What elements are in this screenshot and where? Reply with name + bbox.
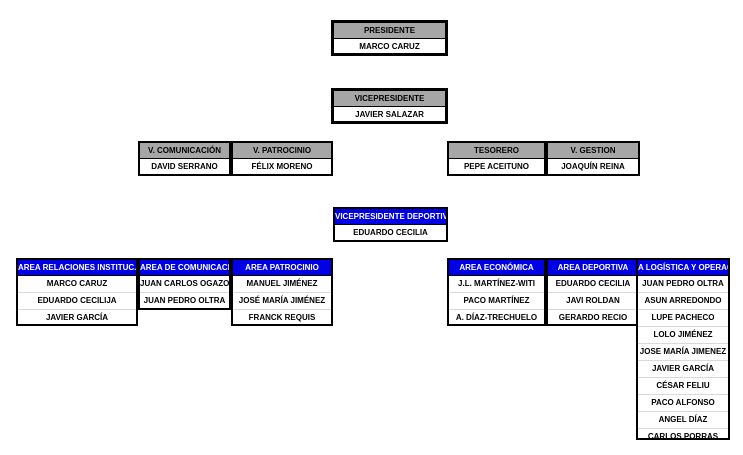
area-relaciones-member: JAVIER GARCÍA: [18, 309, 136, 326]
area-comunicacion-title: AREA DE COMUNICACIÓN: [140, 260, 229, 276]
area-logistica-member: LOLO JIMÉNEZ: [638, 326, 728, 343]
presidente-title: PRESIDENTE: [334, 23, 445, 39]
vicepresidente-box: VICEPRESIDENTE JAVIER SALAZAR: [331, 88, 448, 124]
area-economica-title: AREA ECONÓMICA: [449, 260, 544, 276]
tesorero-title: TESORERO: [449, 143, 544, 159]
area-relaciones-box: AREA RELACIONES INSTITUC. MARCO CARUZ ED…: [16, 258, 138, 326]
area-logistica-member: JAVIER GARCÍA: [638, 360, 728, 377]
area-comunicacion-member: JUAN PEDRO OLTRA: [140, 292, 229, 309]
area-logistica-member: ANGEL DÍAZ: [638, 411, 728, 428]
area-logistica-member: CÉSAR FELIU: [638, 377, 728, 394]
area-logistica-member: CARLOS PORRAS: [638, 428, 728, 445]
area-relaciones-member: EDUARDO CECILIJA: [18, 292, 136, 309]
area-deportiva-title: AREA DEPORTIVA: [548, 260, 638, 276]
area-logistica-member: LUPE PACHECO: [638, 309, 728, 326]
area-patrocinio-member: JOSÉ MARÍA JIMÉNEZ: [233, 292, 331, 309]
area-logistica-member: PACO ALFONSO: [638, 394, 728, 411]
area-relaciones-title: AREA RELACIONES INSTITUC.: [18, 260, 136, 276]
area-patrocinio-member: MANUEL JIMÉNEZ: [246, 279, 318, 288]
area-deportiva-member: GERARDO RECIO: [548, 309, 638, 326]
area-patrocinio-box: AREA PATROCINIO MANUEL JIMÉNEZ JOSÉ MARÍ…: [231, 258, 333, 326]
area-comunicacion-member: JUAN CARLOS OGAZON: [140, 279, 229, 288]
area-economica-member: PACO MARTÍNEZ: [449, 292, 544, 309]
v-gestion-box: V. GESTION JOAQUÍN REINA: [546, 141, 640, 176]
tesorero-member: PEPE ACEITUNO: [463, 162, 530, 171]
area-deportiva-member: EDUARDO CECILIA: [555, 279, 631, 288]
area-economica-member: J.L. MARTÍNEZ-WITI: [458, 279, 535, 288]
area-patrocinio-member: FRANCK REQUIS: [233, 309, 331, 326]
vicepresidente-title: VICEPRESIDENTE: [334, 91, 445, 107]
v-patrocinio-member: FÉLIX MORENO: [251, 162, 313, 171]
area-relaciones-member: MARCO CARUZ: [46, 279, 108, 288]
area-economica-member: A. DÍAZ-TRECHUELO: [449, 309, 544, 326]
area-logistica-title: A LOGÍSTICA Y OPERACIO: [638, 260, 728, 276]
vicepresidente-member: JAVIER SALAZAR: [355, 110, 424, 119]
area-logistica-box: A LOGÍSTICA Y OPERACIO JUAN PEDRO OLTRA …: [636, 258, 730, 441]
v-gestion-member: JOAQUÍN REINA: [561, 162, 625, 171]
v-patrocinio-box: V. PATROCINIO FÉLIX MORENO: [231, 141, 333, 176]
area-logistica-member: JUAN PEDRO OLTRA: [642, 279, 724, 288]
vp-deportivo-title: VICEPRESIDENTE DEPORTIVO: [335, 209, 446, 225]
v-gestion-title: V. GESTION: [548, 143, 638, 159]
area-economica-box: AREA ECONÓMICA J.L. MARTÍNEZ-WITI PACO M…: [447, 258, 546, 326]
area-deportiva-member: JAVI ROLDAN: [548, 292, 638, 309]
v-comunicacion-title: V. COMUNICACIÓN: [140, 143, 229, 159]
presidente-box: PRESIDENTE MARCO CARUZ: [331, 20, 448, 56]
area-logistica-member: ASUN ARREDONDO: [638, 292, 728, 309]
v-comunicacion-box: V. COMUNICACIÓN DAVID SERRANO: [138, 141, 231, 176]
vp-deportivo-member: EDUARDO CECILIA: [353, 228, 428, 237]
tesorero-box: TESORERO PEPE ACEITUNO: [447, 141, 546, 176]
v-patrocinio-title: V. PATROCINIO: [233, 143, 331, 159]
vp-deportivo-box: VICEPRESIDENTE DEPORTIVO EDUARDO CECILIA: [333, 207, 448, 242]
area-deportiva-box: AREA DEPORTIVA EDUARDO CECILIA JAVI ROLD…: [546, 258, 640, 326]
presidente-member: MARCO CARUZ: [359, 42, 420, 51]
area-logistica-member: JOSE MARÍA JIMENEZ: [638, 343, 728, 360]
area-comunicacion-box: AREA DE COMUNICACIÓN JUAN CARLOS OGAZON …: [138, 258, 231, 310]
area-patrocinio-title: AREA PATROCINIO: [233, 260, 331, 276]
v-comunicacion-member: DAVID SERRANO: [151, 162, 218, 171]
